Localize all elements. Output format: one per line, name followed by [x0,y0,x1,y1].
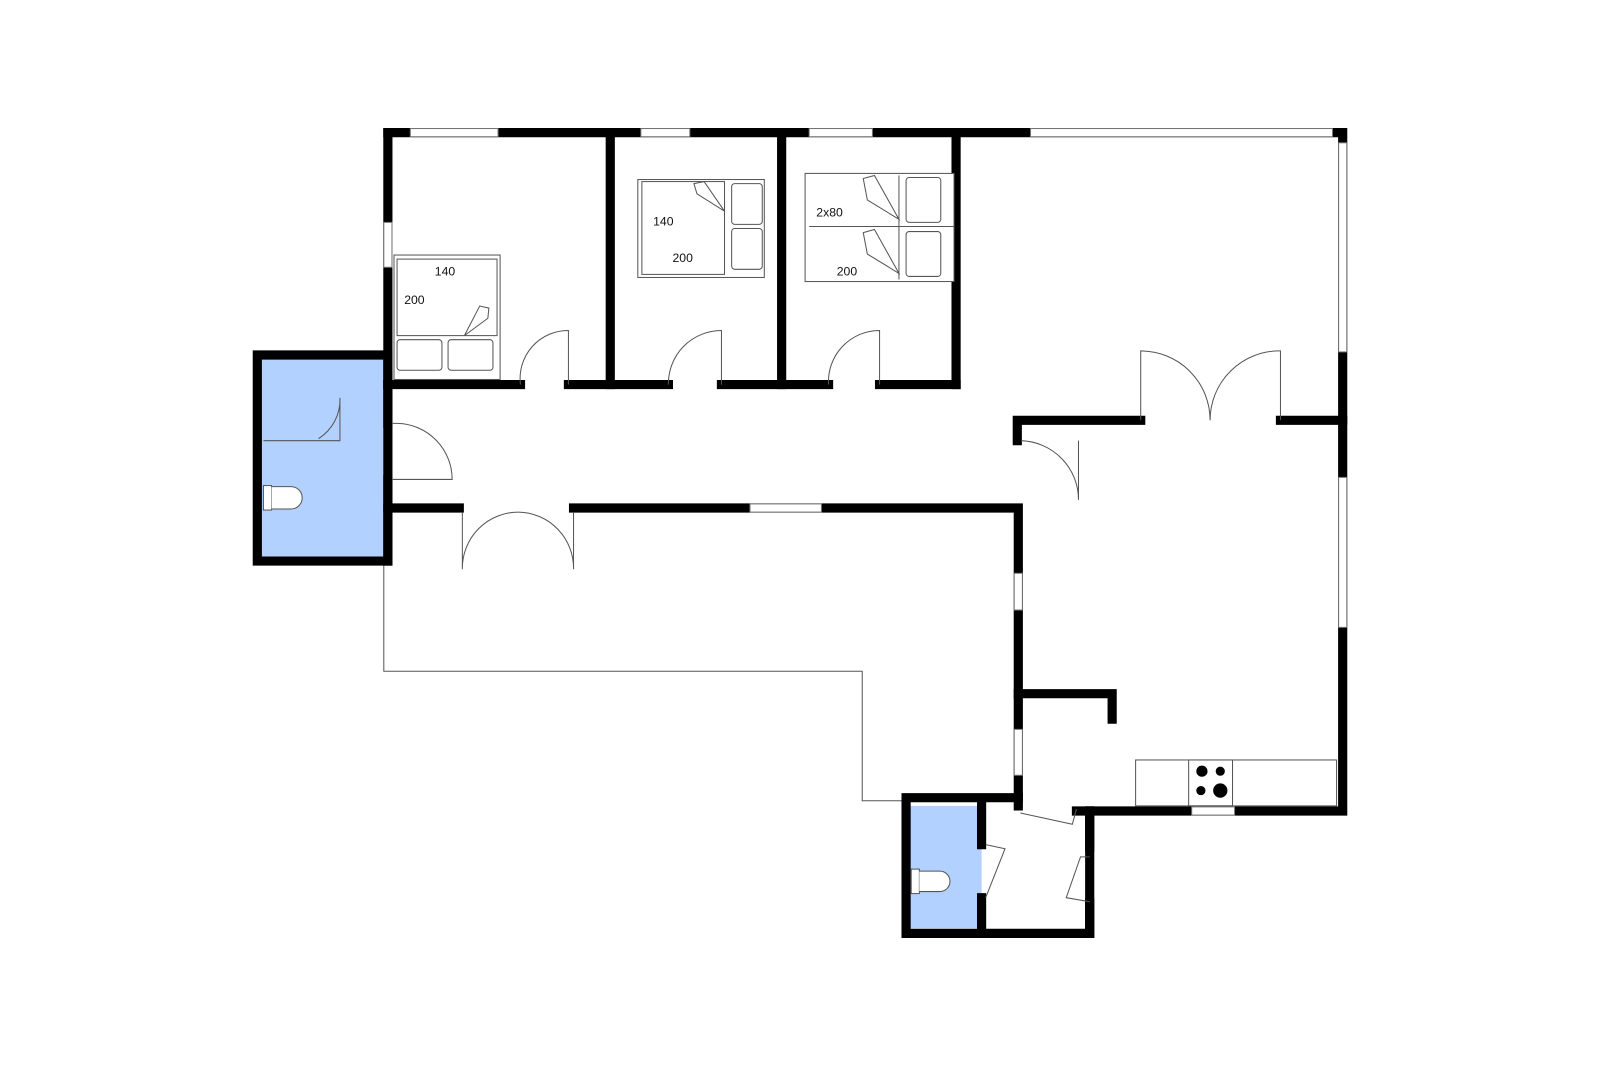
bed-1-width: 140 [435,264,456,278]
walls [252,128,1348,938]
bathtub-shower [263,397,341,442]
bed-3 [804,172,955,283]
bed-2 [637,179,765,278]
toilet-room [910,805,982,929]
bed-3-length: 200 [837,264,858,278]
bed-1 [393,254,501,380]
kitchen-counter [1135,759,1338,807]
stove-burner-icon [1196,765,1208,777]
bed-2-width: 140 [653,214,674,228]
toilet-icon [262,485,951,895]
bed-1-length: 200 [404,293,425,307]
bathroom-main [257,359,386,560]
doors [391,330,1281,903]
bed-2-length: 200 [672,251,693,265]
terrace-outline [383,563,904,802]
bed-3-width: 2x80 [816,205,843,219]
windows [383,128,1348,816]
